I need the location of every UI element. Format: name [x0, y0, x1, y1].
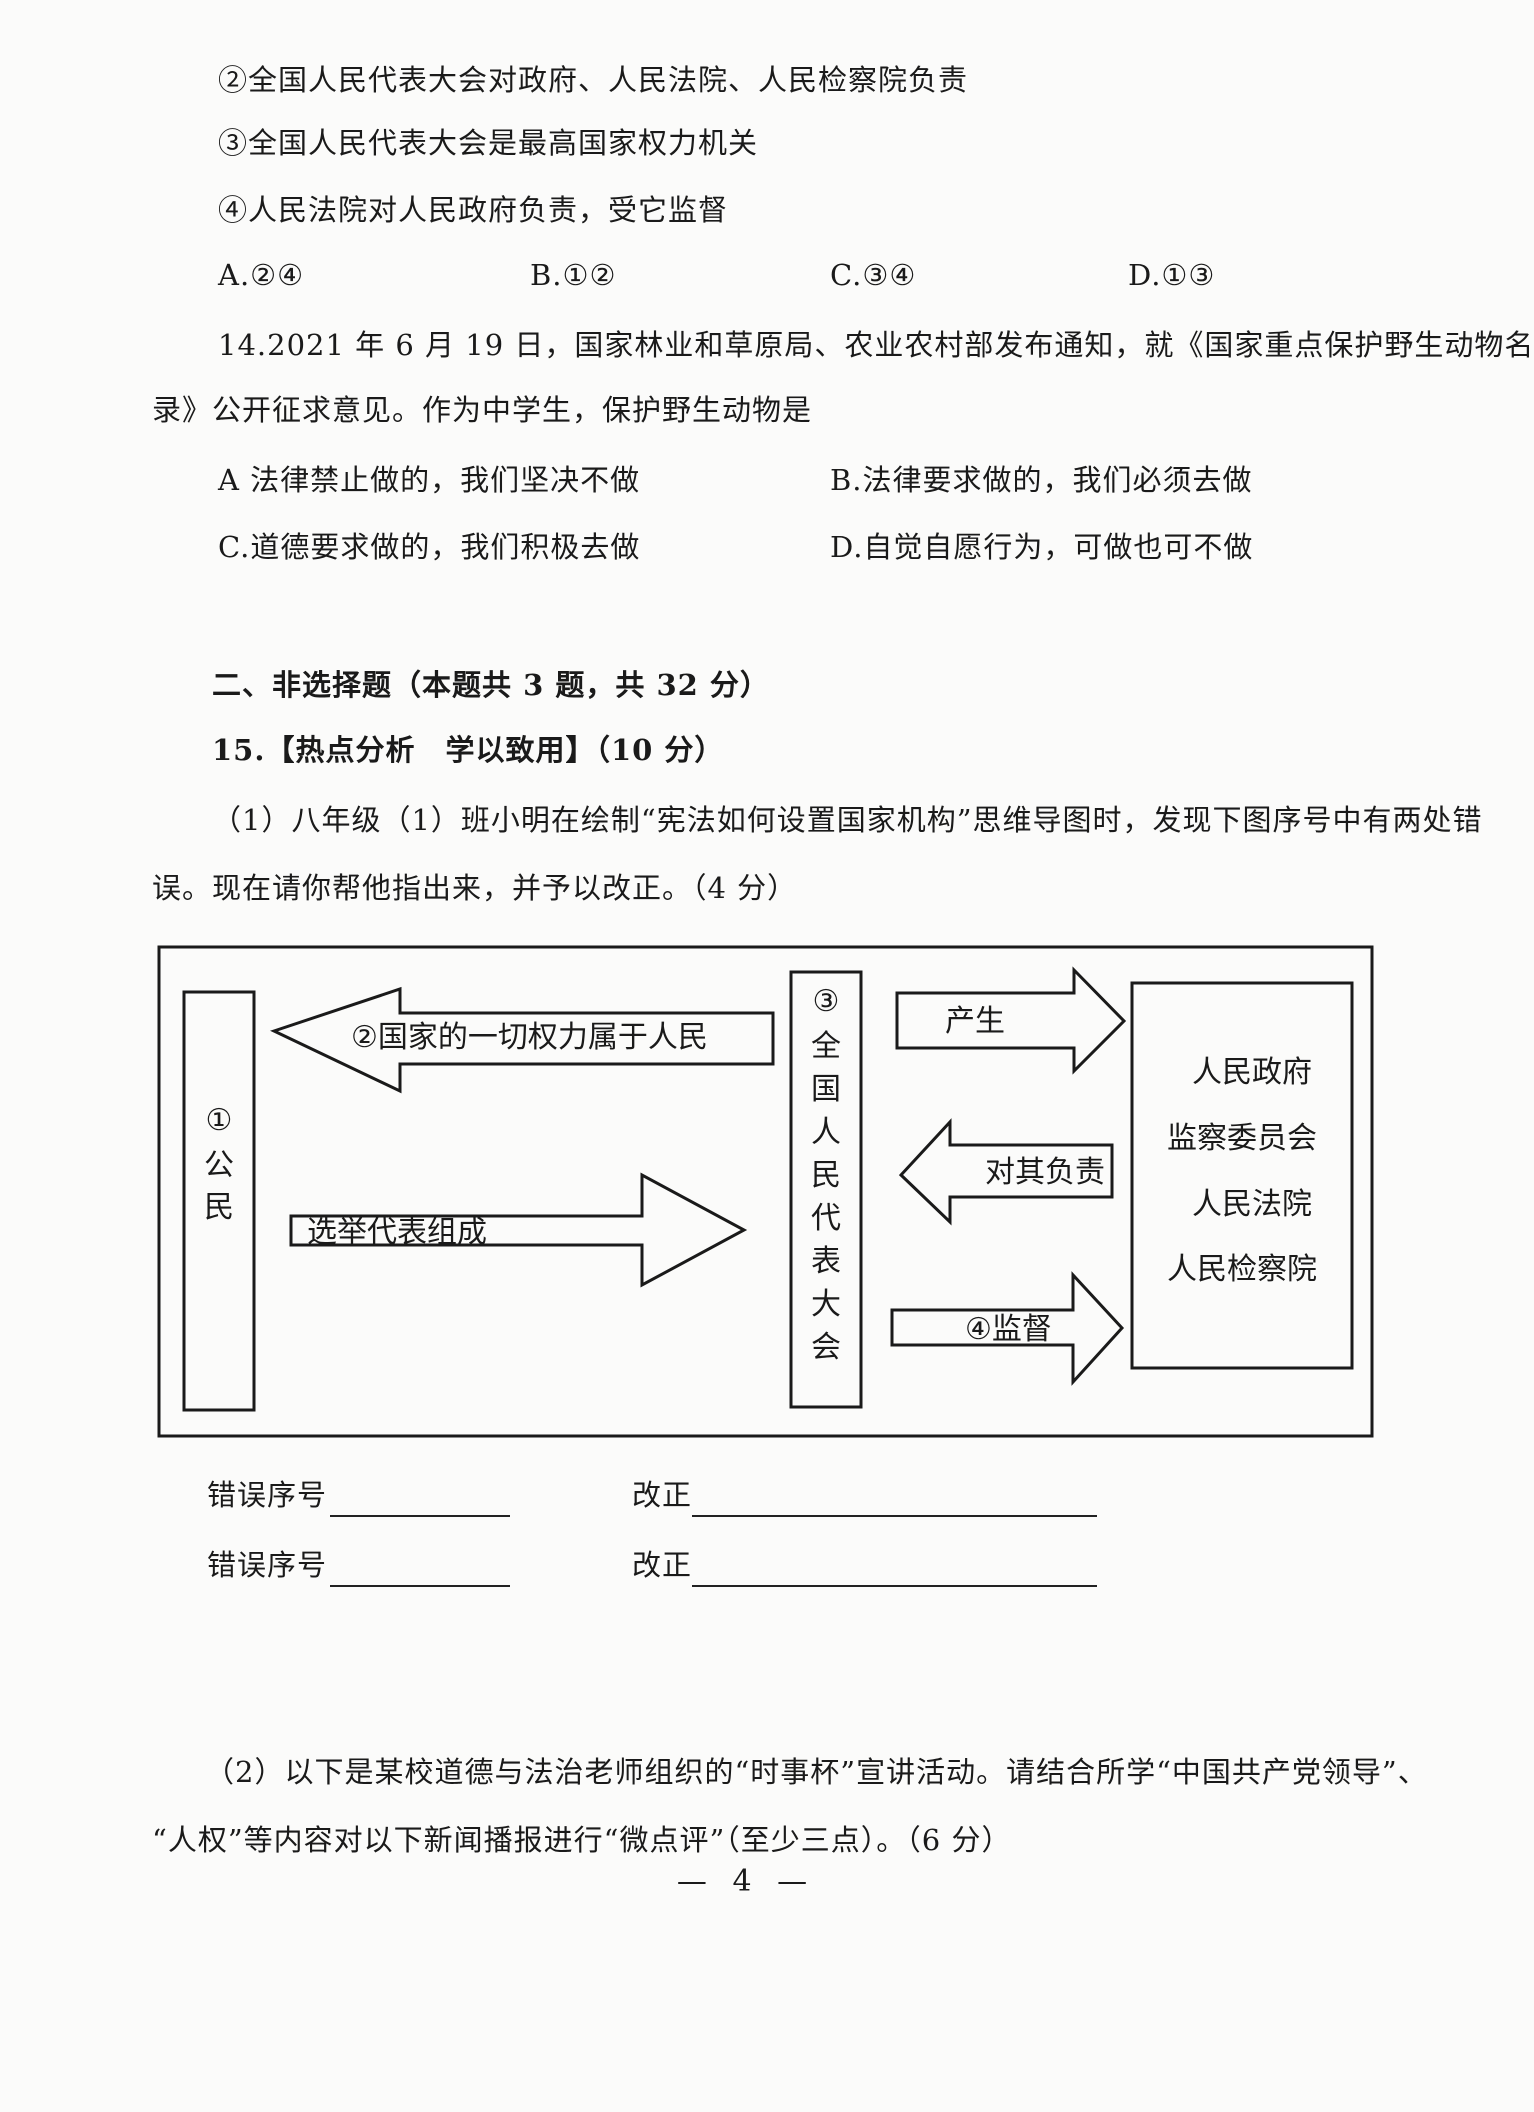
npc-char-1: 全: [811, 1029, 841, 1064]
error-number-label-2: 错误序号: [207, 1548, 328, 1582]
arrow-responsible: [898, 1118, 1114, 1226]
q13-statement-3: ③全国人民代表大会是最高国家权力机关: [218, 126, 759, 160]
npc-char-2: 国: [811, 1072, 841, 1107]
q15-part2-line-2: “人权”等内容对以下新闻播报进行“微点评”（至少三点）。（6 分）: [152, 1823, 1012, 1857]
npc-number: ③: [813, 984, 840, 1019]
q13-statement-2: ②全国人民代表大会对政府、人民法院、人民检察院负责: [218, 63, 969, 97]
citizen-number: ①: [206, 1103, 233, 1138]
q14-option-b: B.法律要求做的，我们必须去做: [830, 463, 1253, 497]
section-heading: 二、非选择题（本题共 3 题，共 32 分）: [212, 668, 770, 702]
organ-supervision-commission: 监察委员会: [1167, 1121, 1317, 1156]
correction-label-1: 改正: [632, 1478, 693, 1512]
npc-char-8: 会: [811, 1330, 841, 1365]
q14-stem-line-2: 录》公开征求意见。作为中学生，保护野生动物是: [152, 393, 813, 427]
q13-option-d: D.①③: [1128, 258, 1216, 292]
arrow-responsible-label: 对其负责: [985, 1155, 1105, 1190]
citizen-char-2: 民: [204, 1190, 234, 1225]
citizen-box: [182, 990, 256, 1412]
state-organs-diagram: ① 公 民 ②国家的一切权力属于人民 选举代表组成 ③ 全 国 人 民 代 表 …: [157, 945, 1374, 1438]
q13-option-a: A.②④: [218, 258, 305, 292]
citizen-char-1: 公: [204, 1148, 234, 1183]
correction-blank-2[interactable]: [692, 1585, 1097, 1587]
arrow-elect-label: 选举代表组成: [307, 1215, 487, 1250]
q14-option-d: D.自觉自愿行为，可做也可不做: [830, 530, 1254, 564]
error-number-label-1: 错误序号: [207, 1478, 328, 1512]
error-number-blank-2[interactable]: [330, 1585, 510, 1587]
q15-part1-line-2: 误。现在请你帮他指出来，并予以改正。（4 分）: [152, 871, 798, 905]
q14-stem-line-1: 14.2021 年 6 月 19 日，国家林业和草原局、农业农村部发布通知，就《…: [218, 328, 1534, 362]
q13-option-b: B.①②: [530, 258, 617, 292]
q13-option-c: C.③④: [830, 258, 917, 292]
organ-court: 人民法院: [1192, 1187, 1312, 1222]
q15-part1-line-1: （1）八年级（1）班小明在绘制“宪法如何设置国家机构”思维导图时，发现下图序号中…: [212, 803, 1483, 837]
q13-statement-4: ④人民法院对人民政府负责，受它监督: [218, 193, 729, 227]
npc-char-5: 代: [811, 1201, 841, 1236]
npc-char-4: 民: [811, 1158, 841, 1193]
arrow-produce: [895, 966, 1127, 1075]
arrow-supervise-label: ④监督: [965, 1312, 1052, 1347]
npc-box: [789, 970, 863, 1409]
organ-procuratorate: 人民检察院: [1167, 1252, 1317, 1287]
npc-char-6: 表: [811, 1244, 841, 1279]
state-organs-box: [1130, 981, 1354, 1370]
q15-heading: 15.【热点分析 学以致用】（10 分）: [212, 733, 725, 767]
correction-label-2: 改正: [632, 1548, 693, 1582]
arrow-power-label: ②国家的一切权力属于人民: [351, 1020, 708, 1055]
npc-char-7: 大: [811, 1287, 841, 1322]
q15-part2-line-1: （2）以下是某校道德与法治老师组织的“时事杯”宣讲活动。请结合所学“中国共产党领…: [205, 1755, 1428, 1789]
diagram-frame: [157, 945, 1374, 1438]
arrow-elect: [289, 1172, 748, 1288]
arrow-supervise: [890, 1271, 1125, 1386]
page-number: — 4 —: [676, 1864, 816, 1899]
q14-option-c: C.道德要求做的，我们积极去做: [218, 530, 641, 564]
q14-option-a: A 法律禁止做的，我们坚决不做: [218, 463, 641, 497]
error-number-blank-1[interactable]: [330, 1515, 510, 1517]
arrow-produce-label: 产生: [945, 1004, 1005, 1039]
correction-blank-1[interactable]: [692, 1515, 1097, 1517]
npc-char-3: 人: [811, 1115, 841, 1150]
organ-government: 人民政府: [1192, 1055, 1312, 1090]
arrow-power-belongs: [269, 986, 775, 1094]
